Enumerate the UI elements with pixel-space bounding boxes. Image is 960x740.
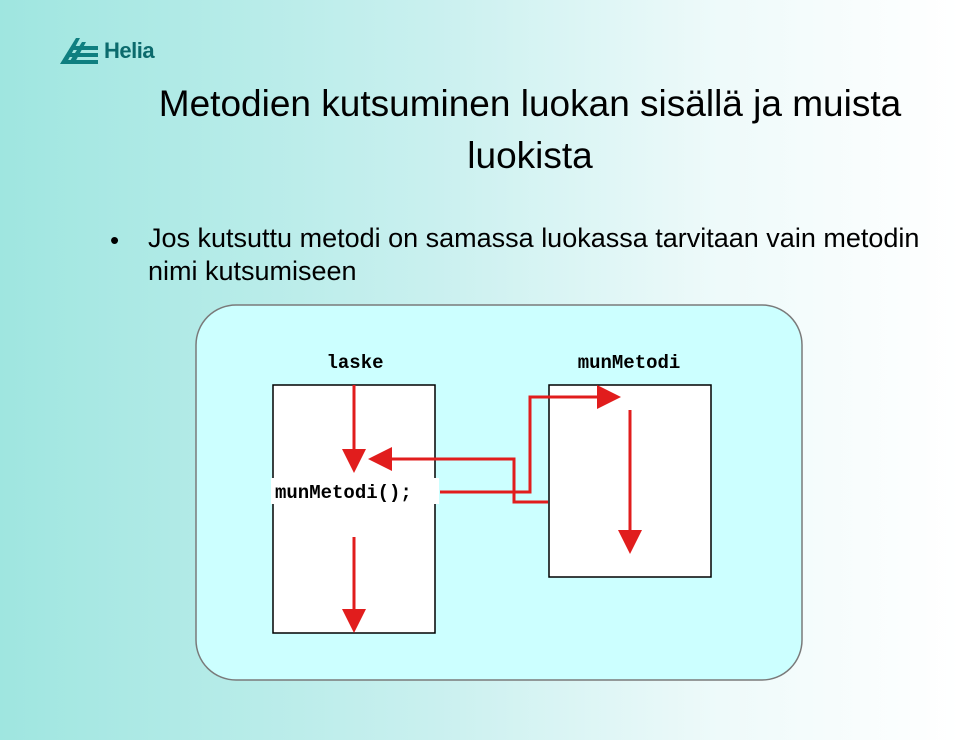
call-arrow (440, 385, 621, 494)
call-statement: munMetodi(); (275, 482, 412, 504)
bullet-text: Jos kutsuttu metodi on samassa luokassa … (148, 223, 920, 286)
slide-title: Metodien kutsuminen luokan sisällä ja mu… (158, 83, 902, 176)
bullet-marker: • (110, 225, 120, 255)
call-statement-bg (271, 478, 439, 504)
logo-text: Helia (104, 38, 155, 63)
left-method-label: laske (326, 352, 383, 374)
helia-logo: Helia (58, 36, 155, 66)
right-method-label: munMetodi (578, 352, 681, 374)
helia-logo-icon (60, 38, 98, 64)
return-arrow (368, 447, 548, 504)
